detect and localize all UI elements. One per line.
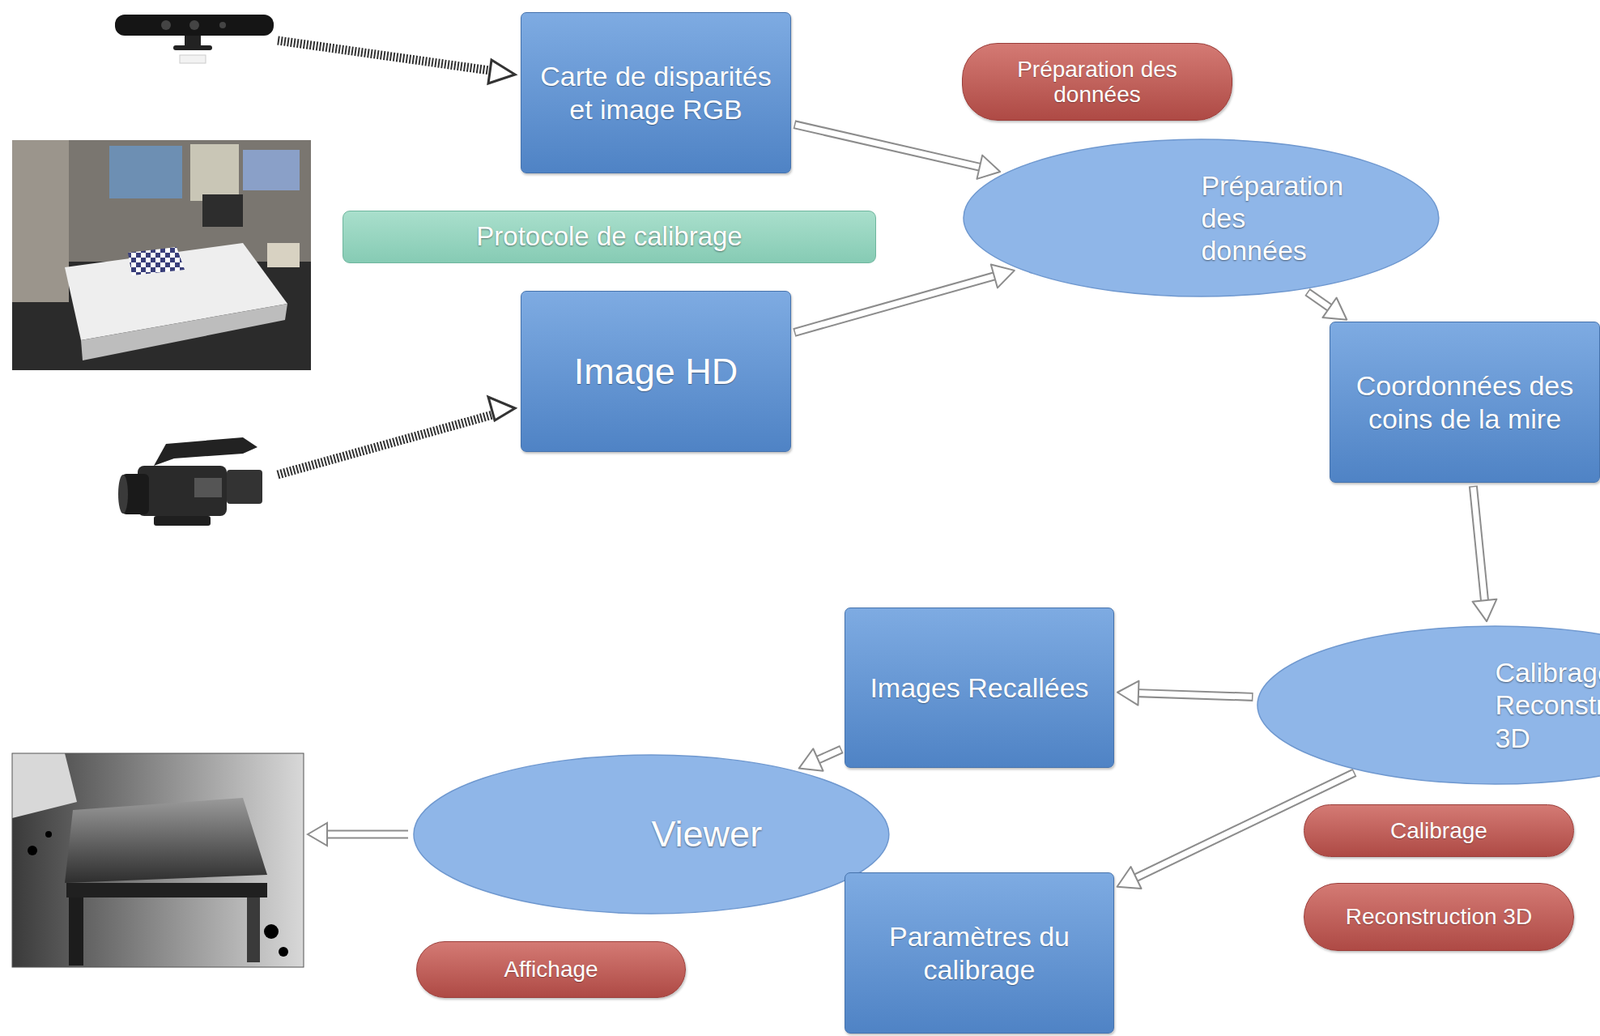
flow-arrow [794,263,1015,332]
node-text: Carte de disparités et image RGB [534,59,778,125]
ellipse-outline [1255,624,1600,786]
hatched-arrow [277,40,515,84]
process-box: Carte de disparités et image RGB [520,12,792,174]
depth-image [12,753,304,967]
process-box: Images Recallées [844,607,1115,768]
node-text: Protocole de calibrage [356,221,863,253]
text-holder: Coordonnées des coins de la mire [1343,369,1587,435]
arrow-head [1117,680,1139,706]
process-box: Paramètres du calibrage [844,872,1115,1034]
node-text: Reconstruction 3D [1320,903,1558,929]
text-holder: Affichage [433,956,669,982]
text-holder: Paramètres du calibrage [858,919,1101,985]
room-photo [12,140,311,371]
arrow-head [799,748,824,771]
kinect-icon [114,14,274,64]
ellipse-shape [1257,625,1600,784]
arrow-shaft-fill [1472,486,1485,602]
process-box: Image HD [520,290,792,452]
hatched-arrow [277,396,515,475]
arrow-head [1322,297,1347,320]
text-holder: Protocole de calibrage [356,221,863,253]
ellipse-outline [411,753,892,915]
node-text: Paramètres du calibrage [858,919,1101,985]
text-holder: Images Recallées [858,671,1101,704]
arrow-head [1117,866,1142,889]
arrow-shaft-fill [795,124,981,168]
arrow-head [976,155,1000,179]
section-tag: Calibrage [1303,804,1575,857]
process-ellipse: Viewer [411,753,892,915]
flow-arrow [1307,292,1348,320]
node-text: Coordonnées des coins de la mire [1343,369,1587,435]
text-holder: Reconstruction 3D [1320,903,1558,929]
text-holder: Image HD [534,349,778,393]
process-box: Coordonnées des coins de la mire [1329,321,1600,483]
node-text: Préparation des données [978,56,1216,108]
arrow-head [991,263,1015,288]
camcorder-icon [118,437,263,526]
section-tag: Affichage [416,940,686,998]
arrow-shaft-fill [1308,292,1332,308]
node-text: Affichage [433,956,669,982]
flow-arrow [799,748,843,771]
node-text: Calibrage [1320,817,1558,843]
ellipse-outline [961,137,1442,298]
output-arrow [307,822,410,846]
section-tag: Préparation des données [961,42,1233,121]
text-holder: Préparation des données [978,56,1216,108]
section-tag: Reconstruction 3D [1303,882,1575,951]
text-holder: Carte de disparités et image RGB [534,59,778,125]
ellipse-shape [963,139,1439,297]
node-text: Image HD [534,349,778,393]
arrow-shaft-fill [817,749,841,761]
arrow-head [1472,599,1498,622]
flow-arrow [1472,485,1498,622]
protocol-band: Protocole de calibrage [342,210,877,264]
node-text: Images Recallées [858,671,1101,704]
flow-arrow [794,124,1000,179]
arrow-shaft-fill [795,275,996,332]
flow-arrow [1117,680,1253,706]
arrow-shaft-fill [1136,693,1252,698]
process-ellipse: Calibrage Reconstruction 3D [1255,624,1600,786]
ellipse-shape [413,754,890,914]
text-holder: Calibrage [1320,817,1558,843]
process-ellipse: Préparation des données [961,137,1442,298]
